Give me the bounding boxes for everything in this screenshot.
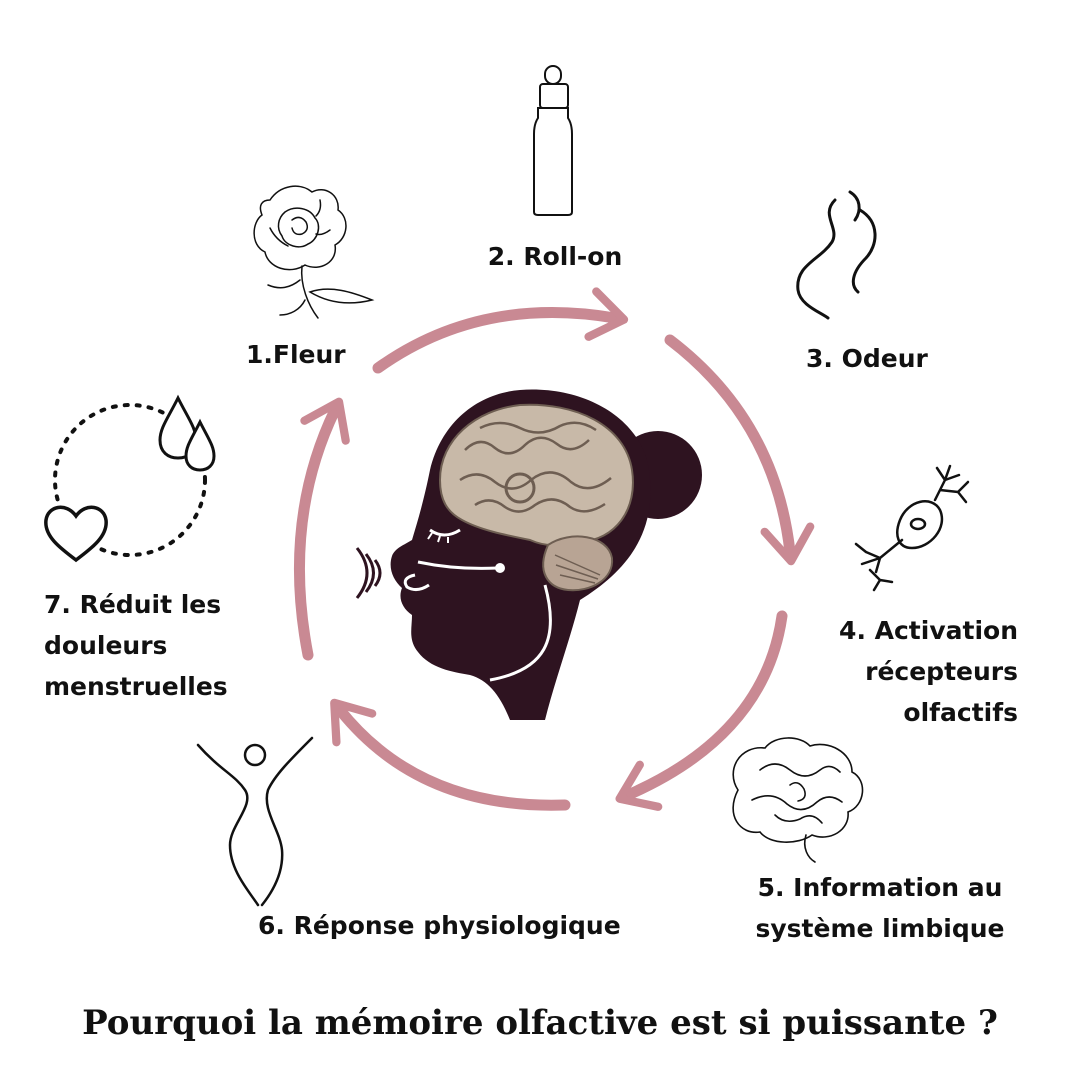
cycle-arrows	[293, 287, 815, 811]
heart-drops-cycle-icon	[44, 394, 216, 563]
head-profile-brain-icon	[355, 389, 702, 720]
step-2-line-1: 2. Roll-on	[487, 242, 623, 271]
step-6-line-1: 6. Réponse physiologique	[258, 911, 621, 940]
step-4-line-1: 4. Activation	[839, 616, 1018, 645]
step-4-line-2: récepteurs	[865, 657, 1018, 686]
step-7-line-1: 7. Réduit les	[44, 590, 222, 619]
flower-icon	[253, 185, 375, 319]
scent-swirl-icon	[796, 190, 877, 320]
arrow-2-to-3	[664, 334, 815, 566]
step-7-line-3: menstruelles	[44, 672, 228, 701]
olfactory-neuron-icon	[854, 464, 970, 592]
arrow-1-to-2	[372, 287, 629, 374]
page-title: Pourquoi la mémoire olfactive est si pui…	[82, 1003, 998, 1043]
step-label-roll-on: 2. Roll-on	[470, 236, 640, 277]
brain-outline-icon	[732, 737, 864, 863]
step-label-douleurs: 7. Réduit les douleurs menstruelles	[44, 584, 228, 707]
relaxed-body-icon	[196, 736, 314, 907]
step-5-line-1: 5. Information au	[757, 873, 1003, 902]
arrow-6-to-7	[293, 397, 350, 661]
step-label-odeur: 3. Odeur	[806, 338, 928, 379]
step-label-reponse-physiologique: 6. Réponse physiologique	[258, 905, 621, 946]
step-label-systeme-limbique: 5. Information au système limbique	[740, 867, 1020, 949]
arrow-4-to-5	[615, 610, 788, 811]
step-4-line-3: olfactifs	[903, 698, 1018, 727]
arrow-5-to-6	[330, 698, 571, 811]
step-3-line-1: 3. Odeur	[806, 344, 928, 373]
step-label-activation: 4. Activation récepteurs olfactifs	[820, 610, 1018, 733]
step-label-fleur: 1.Fleur	[246, 334, 346, 375]
step-5-line-2: système limbique	[755, 914, 1005, 943]
step-1-line-1: 1.Fleur	[246, 340, 346, 369]
step-7-line-2: douleurs	[44, 631, 168, 660]
roll-on-bottle-icon	[533, 65, 573, 216]
